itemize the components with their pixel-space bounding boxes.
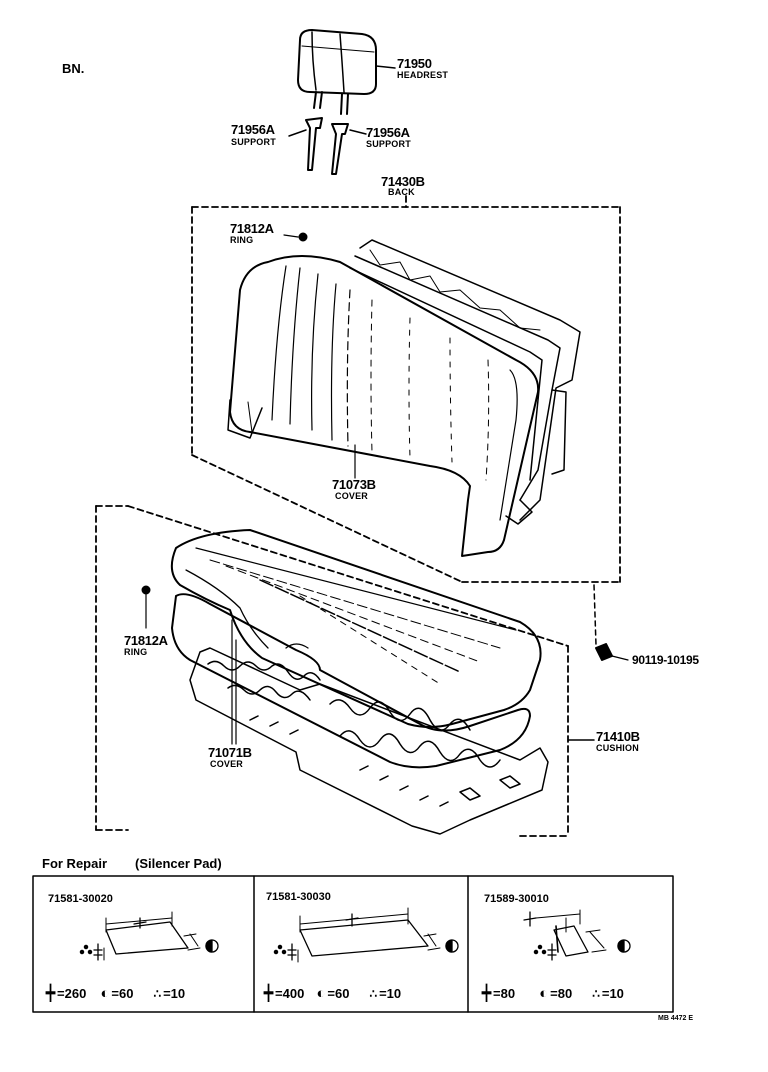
repair-box-3-width: =80	[550, 986, 573, 1001]
back-cushion	[227, 255, 540, 557]
repair-subtitle: (Silencer Pad)	[135, 856, 222, 871]
ring-lower-part-number: 71812A	[124, 633, 168, 648]
pad-sketch-3	[535, 909, 607, 957]
cushion-part-number: 71410B	[596, 729, 640, 744]
repair-box-3-thickness: =10	[601, 986, 624, 1001]
dimension-symbols	[79, 911, 631, 961]
repair-box-3-dims: ┿ =80 ◐ =80 ∴ =10	[482, 986, 624, 1001]
support-right-part-name: SUPPORT	[366, 139, 411, 149]
bolt-drawing	[593, 584, 629, 661]
spring-frame	[189, 647, 549, 835]
pad-sketch-1	[103, 911, 201, 961]
repair-box-1-thickness: =10	[163, 986, 186, 1001]
thickness-icon: ∴	[592, 986, 600, 1001]
width-icon: ◐	[100, 985, 110, 1002]
support-drawing	[288, 117, 367, 175]
repair-table	[32, 875, 674, 1013]
pad-sketch-2	[297, 907, 441, 963]
width-icon: ◐	[316, 985, 326, 1002]
thickness-icon: ∴	[153, 986, 162, 1001]
repair-box-2-width: =60	[327, 986, 350, 1001]
repair-box-3-code: 71589-30010	[484, 893, 549, 905]
cushion-bracket	[95, 505, 569, 837]
back-frame	[349, 239, 581, 525]
length-icon: ┿	[482, 985, 492, 1002]
back-part-number: 71430B	[381, 174, 425, 189]
repair-box-2-code: 71581-30030	[266, 891, 331, 903]
headrest-part-number: 71950	[397, 56, 432, 71]
repair-box-2-thickness: =10	[379, 986, 402, 1001]
headrest-part-name: HEADREST	[397, 70, 449, 80]
ring-upper-part-number: 71812A	[230, 221, 274, 236]
back-part-name: BACK	[388, 187, 415, 197]
back-cover-part-name: COVER	[335, 491, 369, 501]
support-left-part-number: 71956A	[231, 122, 275, 137]
diagram-code: MB 4472 E	[658, 1015, 694, 1022]
ring-lower-part-name: RING	[124, 647, 148, 657]
headrest-drawing	[297, 29, 396, 115]
ring-lower-dot	[141, 585, 151, 595]
seat-cushion	[170, 529, 542, 728]
length-icon: ┿	[264, 985, 274, 1002]
repair-title: For Repair	[42, 856, 108, 871]
back-cover-part-number: 71073B	[332, 477, 376, 492]
support-right-part-number: 71956A	[366, 125, 410, 140]
repair-box-2-length: =400	[275, 986, 305, 1001]
support-left-part-name: SUPPORT	[231, 137, 276, 147]
back-bracket	[191, 195, 621, 583]
ring-upper-dot	[298, 232, 308, 242]
repair-box-1-dims: ┿ =260 ◐ =60 ∴ =10	[46, 986, 185, 1001]
width-icon: ◐	[539, 985, 549, 1002]
cushion-part-name: CUSHION	[596, 743, 639, 753]
cushion-pad	[171, 593, 531, 769]
bn-label: BN.	[62, 61, 85, 76]
repair-box-1-code: 71581-30020	[48, 893, 113, 905]
cushion-cover-part-number: 71071B	[208, 745, 252, 760]
thickness-icon: ∴	[369, 986, 378, 1001]
bolt-part-number: 90119-10195	[632, 653, 699, 667]
repair-box-3-length: =80	[493, 986, 516, 1001]
repair-box-1-width: =60	[111, 986, 134, 1001]
repair-box-2-dims: ┿ =400 ◐ =60 ∴ =10	[264, 986, 401, 1001]
length-icon: ┿	[46, 985, 56, 1002]
ring-upper-part-name: RING	[230, 235, 254, 245]
repair-box-1-length: =260	[57, 986, 87, 1001]
cushion-cover-part-name: COVER	[210, 759, 244, 769]
